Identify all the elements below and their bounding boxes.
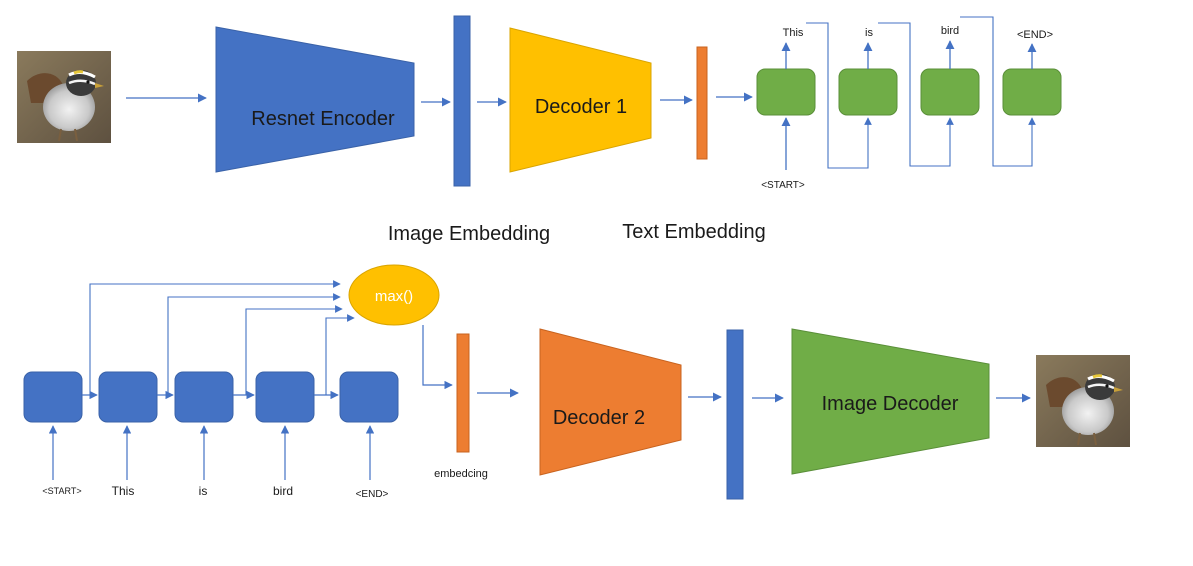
arrow-max-to-embedding: [422, 325, 453, 390]
text-embedding-caption: Text Embedding: [622, 221, 765, 243]
image-latent-bar: [726, 329, 744, 500]
image-decoder-block: [791, 328, 990, 475]
rnn-cell-4: [1002, 68, 1062, 116]
bottom-input-this: This: [112, 484, 135, 498]
hidden-to-max-2: [167, 293, 341, 395]
bottom-input-is: is: [199, 484, 208, 498]
decoder-2-block: [539, 328, 682, 476]
bottom-input-end: <END>: [356, 489, 389, 500]
resnet-encoder-block: [215, 26, 415, 173]
feedback-loop-3: [960, 16, 1036, 167]
rnn-input-start: <START>: [761, 180, 805, 191]
text-embedding-bar: [696, 46, 708, 160]
hidden-to-max-3: [245, 305, 343, 395]
rnn-output-this: This: [783, 27, 804, 39]
embedding-caption: embedcing: [434, 468, 488, 480]
input-bird-image: [15, 49, 113, 145]
output-bird-image: [1034, 353, 1132, 449]
resnet-encoder-label: Resnet Encoder: [251, 108, 395, 130]
image-embedding-caption: Image Embedding: [388, 223, 550, 245]
feedback-loop-1: [806, 22, 872, 169]
bottom-input-start: <START>: [42, 486, 81, 496]
image-embedding-bar: [453, 15, 471, 187]
decoder-2-label: Decoder 2: [553, 407, 645, 429]
rnn-cell-2: [838, 68, 898, 116]
hidden-to-max-4: [325, 314, 355, 395]
sentence-embedding-bar: [456, 333, 470, 453]
bottom-rnn-cell-1: [23, 371, 83, 423]
max-pool-label: max(): [375, 288, 413, 305]
bottom-rnn-cell-5: [339, 371, 399, 423]
feedback-loop-2: [878, 22, 954, 167]
bottom-rnn-cell-2: [98, 371, 158, 423]
decoder-1-label: Decoder 1: [535, 96, 627, 118]
image-decoder-label: Image Decoder: [822, 393, 959, 415]
max-pool-node: [348, 264, 440, 326]
bottom-rnn-cell-4: [255, 371, 315, 423]
bottom-input-bird: bird: [273, 484, 293, 498]
rnn-output-is: is: [865, 27, 873, 39]
rnn-output-end: <END>: [1017, 29, 1053, 41]
decoder-1-block: [509, 27, 652, 173]
bottom-rnn-cell-3: [174, 371, 234, 423]
rnn-cell-3: [920, 68, 980, 116]
rnn-cell-1: [756, 68, 816, 116]
rnn-output-bird: bird: [941, 25, 959, 37]
hidden-to-max-1: [89, 280, 341, 395]
